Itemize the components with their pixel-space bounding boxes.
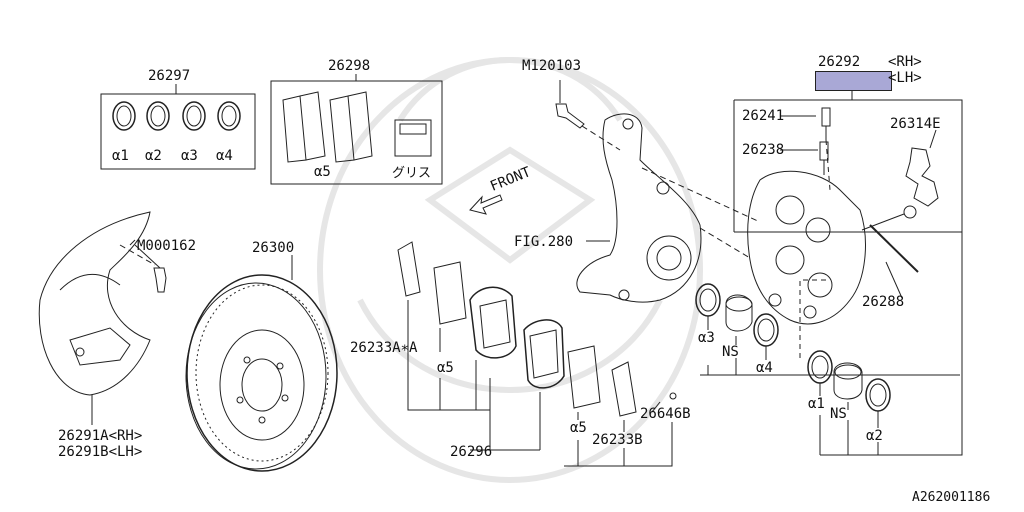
marker-ns-right: NS — [830, 406, 847, 422]
brake-caliper — [747, 170, 866, 325]
marker-a2-right: α2 — [866, 428, 883, 444]
seal-a3 — [182, 101, 206, 131]
bleeder-26241 — [821, 107, 831, 127]
label-26297[interactable]: 26297 — [148, 68, 191, 84]
marker-a5-pad: α5 — [437, 360, 454, 376]
grease-label: グリス — [392, 166, 432, 181]
steering-knuckle — [576, 113, 702, 303]
seal-a2 — [146, 101, 170, 131]
spring-26314e — [905, 147, 939, 207]
bolt-m120103 — [555, 103, 585, 129]
clip-26646b — [669, 392, 677, 400]
marker-a3-left: α3 — [698, 330, 715, 346]
grease-icon — [394, 119, 432, 157]
label-26292[interactable]: 26292 — [818, 54, 861, 70]
piston-right — [833, 362, 863, 400]
front-arrow-icon — [469, 194, 503, 215]
caliper-box — [734, 99, 963, 456]
marker-a1-right: α1 — [808, 396, 825, 412]
piston-left — [725, 294, 753, 332]
label-26233b[interactable]: 26233B — [592, 432, 643, 448]
label-26238[interactable]: 26238 — [742, 142, 785, 158]
dust-shield — [38, 211, 151, 396]
label-26291a[interactable]: 26291A<RH> — [58, 428, 143, 444]
label-26300[interactable]: 26300 — [252, 240, 295, 256]
label-26296[interactable]: 26296 — [450, 444, 493, 460]
part-26292-highlight[interactable] — [815, 71, 892, 91]
pin-26288 — [869, 224, 919, 273]
label-26291b[interactable]: 26291B<LH> — [58, 444, 143, 460]
label-26288[interactable]: 26288 — [862, 294, 905, 310]
inner-shim-b — [611, 361, 637, 417]
label-26233aa[interactable]: 26233A∗A — [350, 340, 418, 356]
box-26297 — [100, 93, 256, 170]
label-rh: <RH> — [888, 54, 922, 70]
label-m000162[interactable]: M000162 — [137, 238, 197, 254]
label-26241[interactable]: 26241 — [742, 108, 785, 124]
marker-ns-left: NS — [722, 344, 739, 360]
label-26298[interactable]: 26298 — [328, 58, 371, 74]
outer-shim-a — [397, 241, 421, 297]
diagram-reference-code: A262001186 — [912, 490, 991, 505]
label-m120103[interactable]: M120103 — [522, 58, 582, 74]
brake-disc — [186, 274, 338, 472]
marker-a5-b: α5 — [570, 420, 587, 436]
label-26314e[interactable]: 26314E — [890, 116, 941, 132]
label-fig280[interactable]: FIG.280 — [514, 234, 574, 250]
brake-pad-outer — [469, 286, 517, 359]
marker-a4: α4 — [216, 148, 233, 164]
marker-a4-left: α4 — [756, 360, 773, 376]
marker-a1: α1 — [112, 148, 129, 164]
seal-a4 — [217, 101, 241, 131]
label-26646b[interactable]: 26646B — [640, 406, 691, 422]
watermark-emblem — [317, 57, 703, 483]
marker-a5-box: α5 — [314, 164, 331, 180]
marker-a2: α2 — [145, 148, 162, 164]
seal-a1 — [112, 101, 136, 131]
label-lh: <LH> — [888, 70, 922, 86]
bolt-m000162 — [153, 267, 167, 293]
brake-pad-inner — [523, 319, 565, 389]
shim-1 — [282, 95, 307, 163]
marker-a3: α3 — [181, 148, 198, 164]
